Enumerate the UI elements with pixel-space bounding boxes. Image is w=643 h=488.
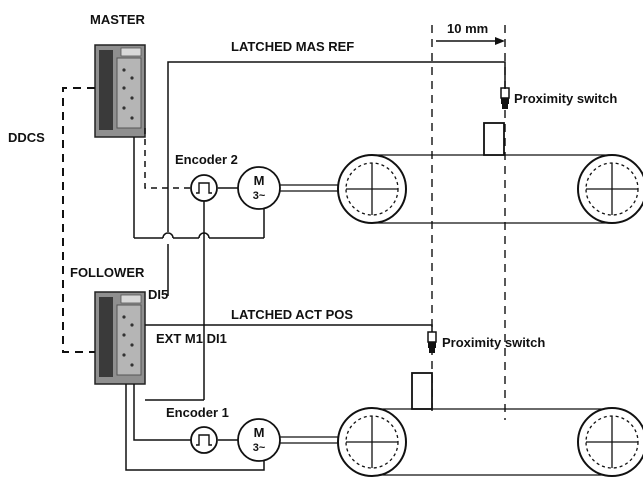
- distance-label: 10 mm: [447, 21, 488, 36]
- latched-act-pos-label: LATCHED ACT POS: [231, 307, 353, 322]
- object-bottom: [411, 372, 433, 410]
- motor-bottom-icon: [237, 418, 281, 462]
- encoder-1-icon: [190, 426, 218, 454]
- encoder-2-icon: [190, 174, 218, 202]
- latched-mas-ref-line: [167, 61, 506, 296]
- conveyor-bottom: [337, 407, 643, 477]
- proximity-switch-top-label: Proximity switch: [514, 91, 617, 106]
- proximity-switch-top-icon: [500, 87, 510, 109]
- proximity-switch-bottom-icon: [427, 331, 437, 353]
- follower-label: FOLLOWER: [70, 265, 145, 280]
- conveyor-top: [337, 154, 643, 224]
- object-top: [483, 122, 505, 156]
- master-drive: [94, 44, 146, 138]
- ext-m1-di1-label: EXT M1 DI1: [156, 331, 227, 346]
- encoder-1-label: Encoder 1: [166, 405, 229, 420]
- motor-top-phase: 3~: [253, 190, 266, 202]
- motor-bottom-m: M: [254, 425, 265, 440]
- latched-mas-ref-label: LATCHED MAS REF: [231, 39, 354, 54]
- di5-label: DI5: [148, 287, 168, 302]
- ddcs-label: DDCS: [8, 130, 45, 145]
- latched-act-pos-line: [145, 324, 433, 332]
- motor-top-m: M: [254, 173, 265, 188]
- motor-top-icon: [237, 166, 281, 210]
- encoder-2-label: Encoder 2: [175, 152, 238, 167]
- ddcs-link: [62, 87, 95, 353]
- motor-bottom-phase: 3~: [253, 442, 266, 454]
- follower-drive: [94, 291, 146, 385]
- master-label: MASTER: [90, 12, 146, 27]
- proximity-switch-bottom-label: Proximity switch: [442, 335, 545, 350]
